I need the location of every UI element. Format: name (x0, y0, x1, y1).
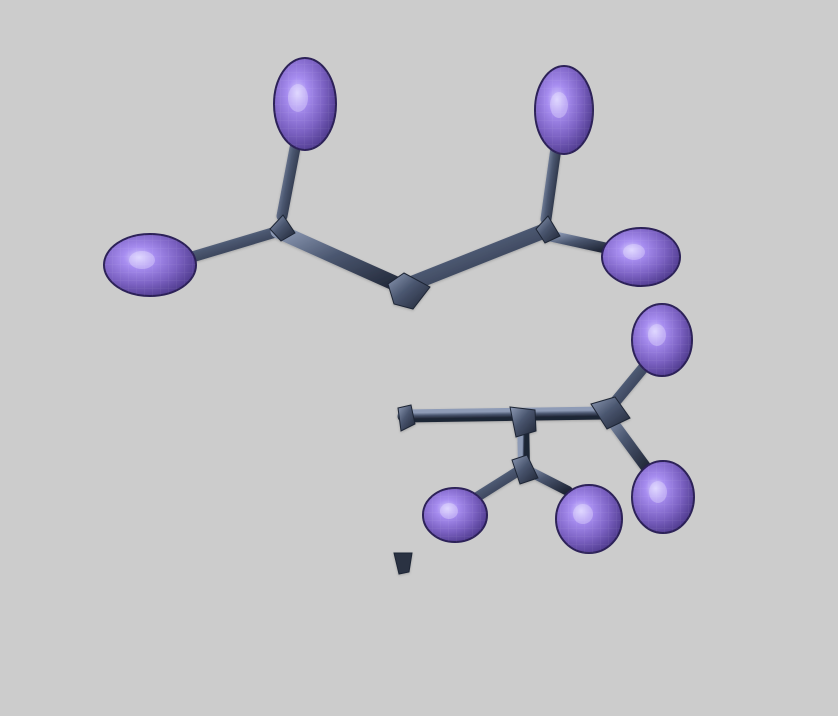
ellipsoid-blobs (103, 57, 695, 554)
blob-lower-right-top (631, 303, 693, 377)
blob-right (601, 227, 681, 287)
skeleton-structure (103, 57, 695, 575)
blob-lower-middle-left (422, 487, 488, 543)
right-joint (535, 215, 561, 244)
right-main-arm (395, 223, 552, 295)
left-upper-stem (276, 142, 301, 222)
right-upper-stem (540, 142, 562, 225)
blob-top-right (534, 65, 594, 155)
blob-lower-middle-right (555, 484, 623, 554)
left-main-arm (270, 223, 411, 295)
left-joint (269, 214, 296, 242)
blob-left (103, 233, 197, 297)
stem-branches (186, 142, 654, 575)
left-lateral-stem (186, 225, 285, 263)
lower-horizontal-arm (397, 406, 613, 423)
lower-middle-joint (509, 406, 537, 438)
blob-lower-right-bottom (631, 460, 695, 534)
stem-base-tip (393, 552, 413, 575)
upper-center-joint (387, 272, 431, 310)
right-mid-joint (590, 396, 631, 430)
lower-left-small-stem (472, 463, 528, 502)
blob-top-left (273, 57, 337, 151)
mid-joint (397, 404, 416, 432)
lower-fork-joint (511, 454, 539, 485)
